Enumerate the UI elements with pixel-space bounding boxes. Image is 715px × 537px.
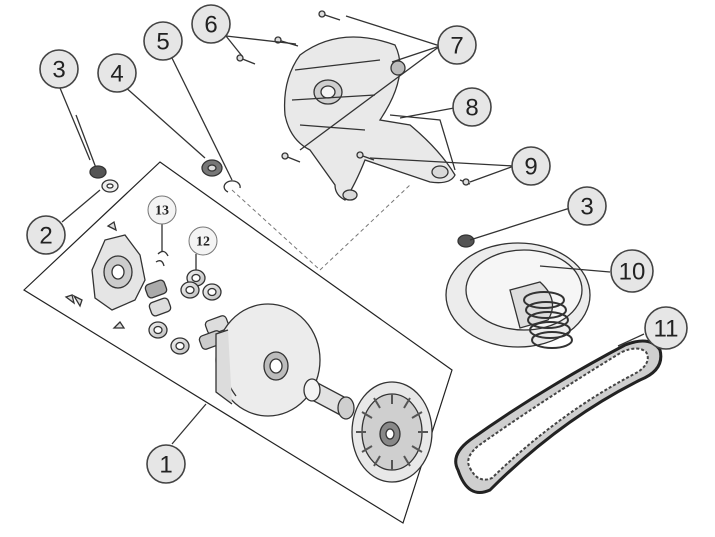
svg-text:5: 5 (156, 29, 169, 56)
callout-12: 12 (188, 226, 218, 256)
callout-1: 1 (146, 444, 186, 484)
sleeve (303, 378, 355, 420)
svg-text:2: 2 (39, 223, 52, 250)
svg-text:9: 9 (524, 154, 537, 181)
assembly-outline (23, 161, 453, 524)
callout-6: 6 (191, 4, 231, 44)
svg-text:4: 4 (110, 61, 123, 88)
nut-washer-left (75, 114, 119, 193)
leader-lines (59, 15, 645, 445)
svg-text:10: 10 (619, 259, 646, 286)
bearing-part-4 (201, 159, 223, 177)
callout-3-left: 3 (39, 49, 79, 89)
drive-belt (454, 339, 663, 494)
svg-text:13: 13 (155, 204, 169, 219)
svg-text:3: 3 (52, 57, 65, 84)
fan-pulley (351, 381, 433, 483)
callout-11: 11 (644, 306, 688, 350)
callout-8: 8 (452, 87, 492, 127)
clutch-housing-arm (283, 36, 456, 201)
callout-7: 7 (437, 25, 477, 65)
svg-text:1: 1 (159, 452, 172, 479)
clutch-assembly (445, 234, 591, 349)
callout-10: 10 (610, 249, 654, 293)
svg-text:7: 7 (450, 33, 463, 60)
svg-text:3: 3 (580, 194, 593, 221)
svg-text:6: 6 (204, 12, 217, 39)
callout-13: 13 (147, 195, 177, 225)
rollers (144, 269, 230, 355)
callout-2: 2 (26, 215, 66, 255)
svg-text:12: 12 (196, 235, 210, 250)
circlip-part-5 (223, 180, 241, 193)
ramp-plate (64, 220, 169, 329)
callout-5: 5 (143, 21, 183, 61)
callout-4: 4 (97, 53, 137, 93)
guide-lines (231, 184, 411, 271)
svg-text:11: 11 (654, 316, 679, 343)
callout-3-right: 3 (567, 186, 607, 226)
svg-text:8: 8 (465, 95, 478, 122)
callout-9: 9 (511, 146, 551, 186)
drive-face (215, 303, 321, 417)
